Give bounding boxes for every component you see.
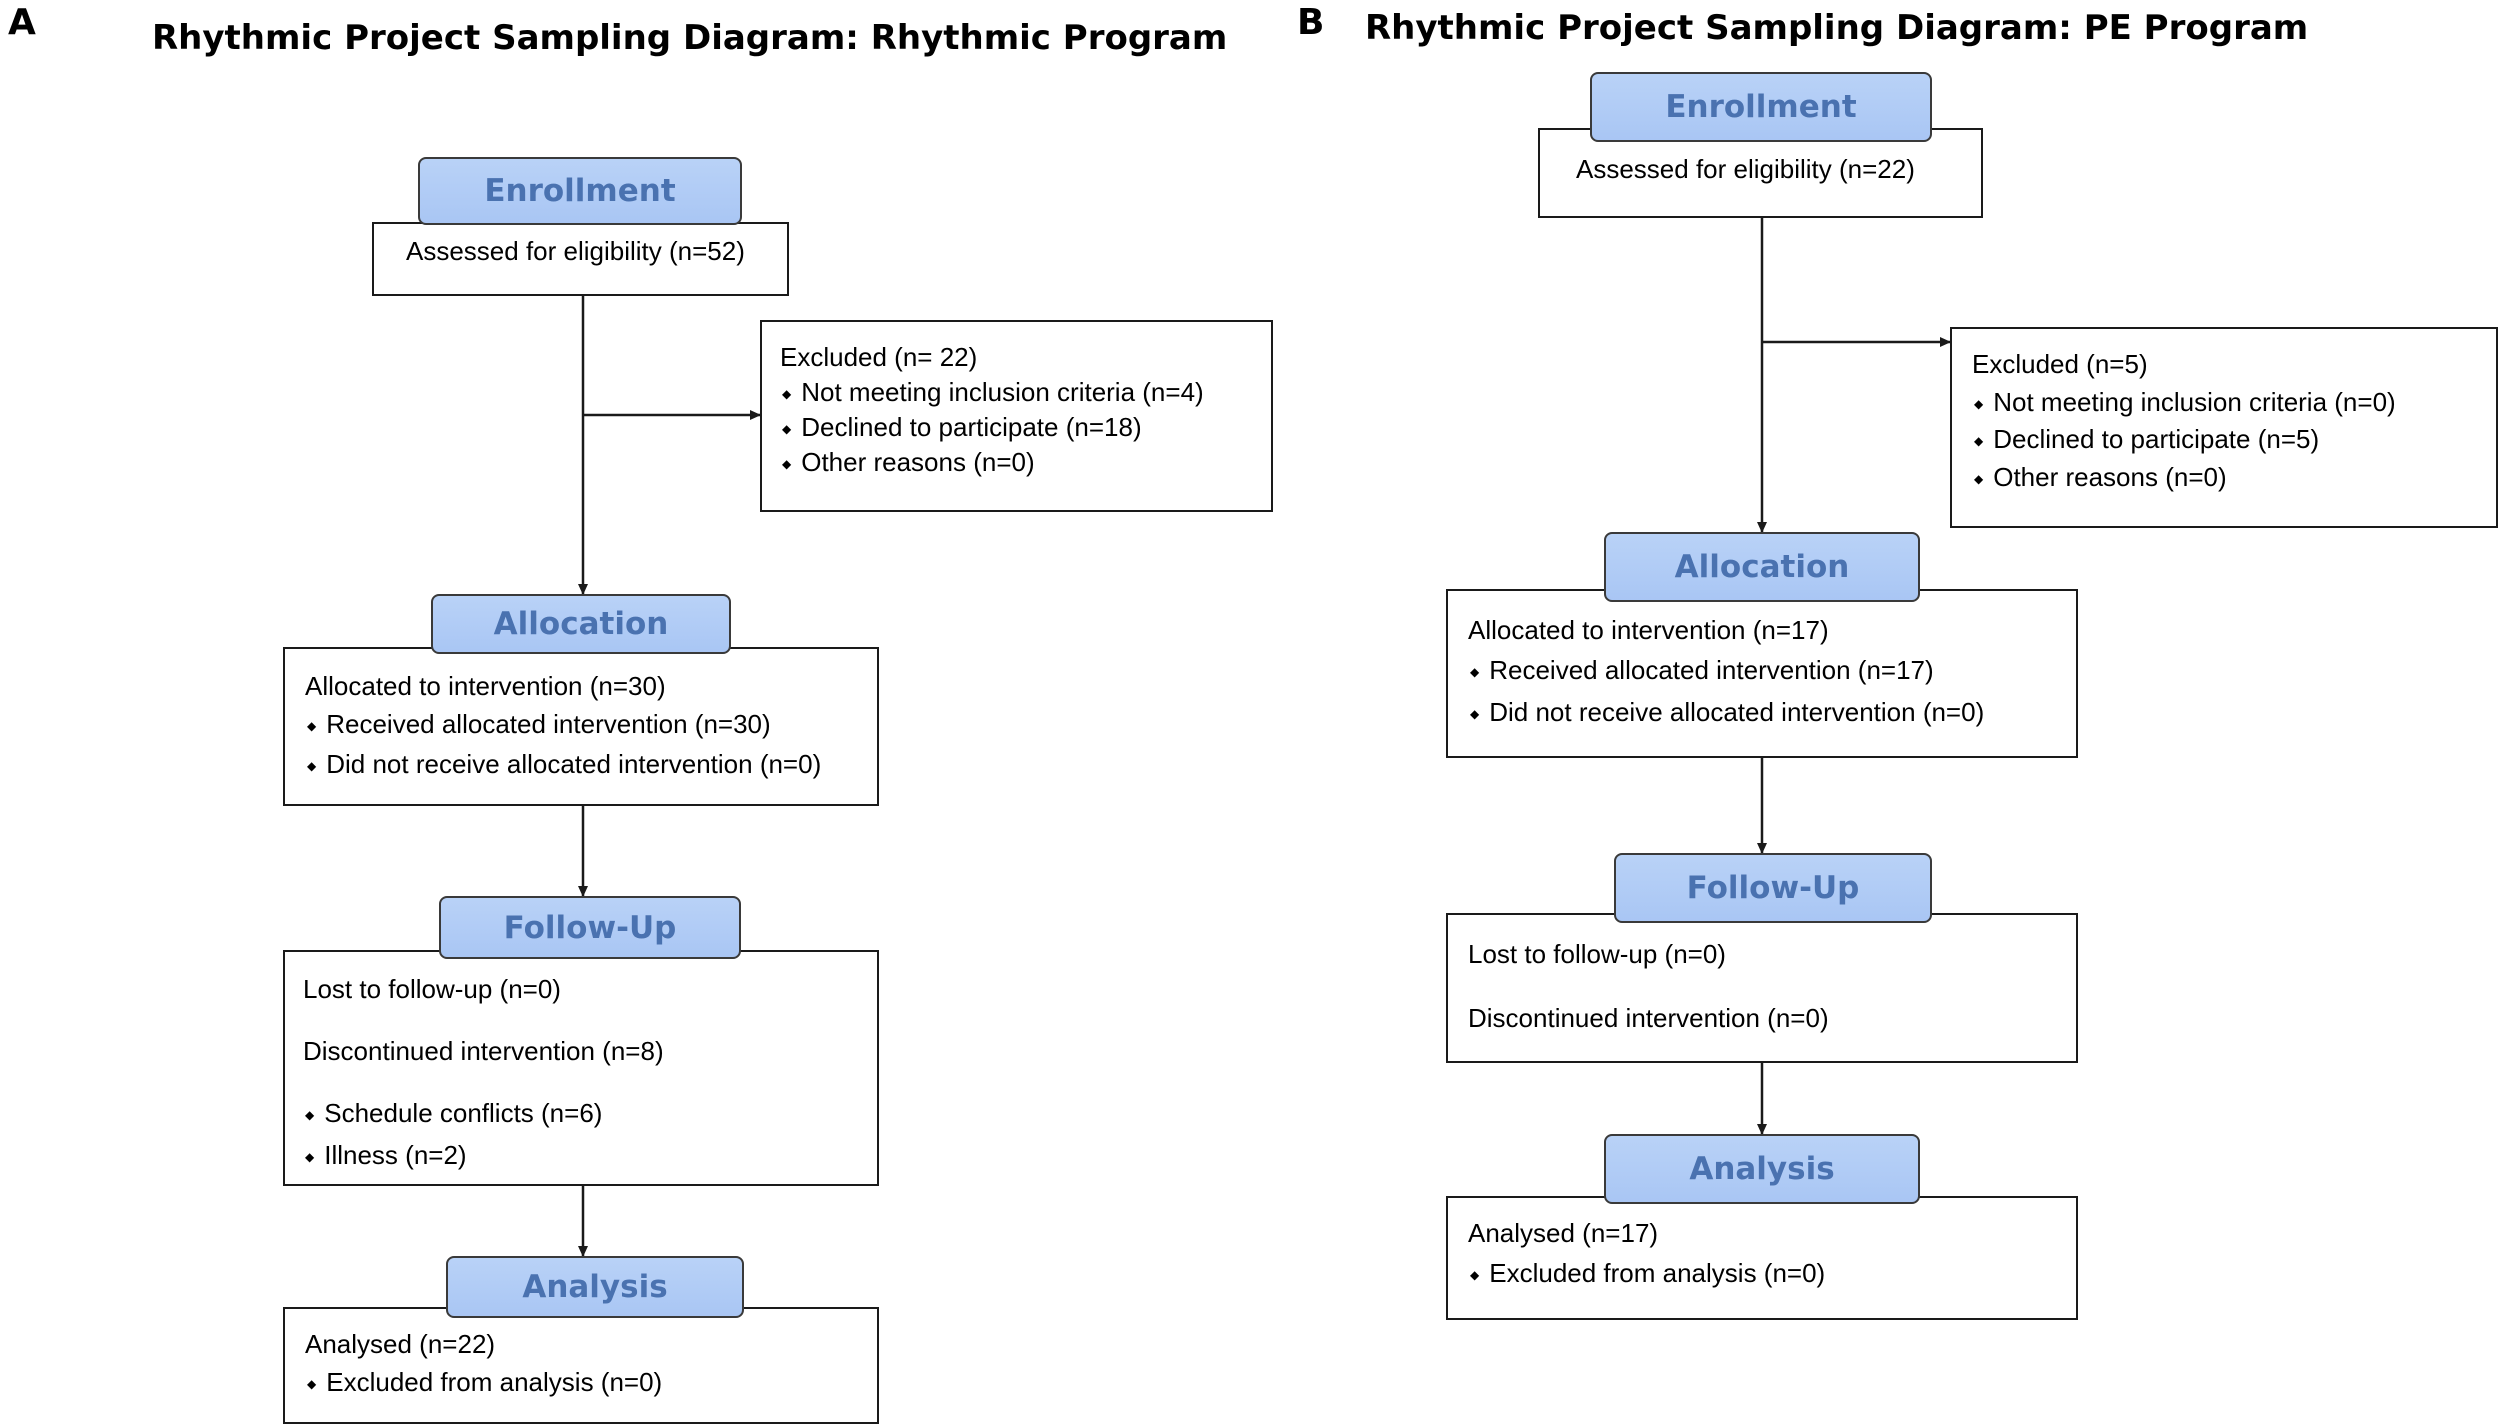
panel-a-followup-discontinued: Discontinued intervention (n=8) [303, 1036, 664, 1066]
panel-a-enrollment-box: Assessed for eligibility (n=52) [372, 222, 789, 296]
panel-b-allocation-item: Received allocated intervention (n=17) [1470, 655, 1933, 690]
panel-a-excluded-box: Excluded (n= 22) Not meeting inclusion c… [760, 320, 1273, 512]
panel-b-allocation-item: Did not receive allocated intervention (… [1470, 697, 1984, 732]
panel-b-title: Rhythmic Project Sampling Diagram: PE Pr… [1365, 8, 2309, 48]
panel-b-analysis-header: Analysis [1604, 1134, 1920, 1204]
panel-b-followup-header: Follow-Up [1614, 853, 1932, 923]
panel-a-excluded-title: Excluded (n= 22) [780, 342, 978, 372]
panel-b-letter: B [1297, 2, 1325, 43]
panel-b-enrollment-text: Assessed for eligibility (n=22) [1576, 154, 1915, 184]
panel-b-allocation-header: Allocation [1604, 532, 1920, 602]
panel-a-letter: A [8, 2, 36, 43]
panel-a-followup-header: Follow-Up [439, 896, 741, 959]
panel-b-excluded-item: Other reasons (n=0) [1974, 462, 2226, 497]
panel-a-analysis-box: Analysed (n=22) Excluded from analysis (… [283, 1307, 879, 1424]
panel-a-excluded-item: Not meeting inclusion criteria (n=4) [782, 377, 1203, 412]
panel-a-analysis-item: Excluded from analysis (n=0) [307, 1367, 662, 1402]
panel-a-allocation-box: Allocated to intervention (n=30) Receive… [283, 647, 879, 806]
panel-a-excluded-item: Other reasons (n=0) [782, 447, 1034, 482]
panel-a-allocation-item: Received allocated intervention (n=30) [307, 709, 770, 744]
panel-a-enrollment-header: Enrollment [418, 157, 742, 225]
panel-a-followup-box: Lost to follow-up (n=0) Discontinued int… [283, 950, 879, 1186]
panel-b-analysis-title: Analysed (n=17) [1468, 1218, 1659, 1248]
panel-b-allocation-title: Allocated to intervention (n=17) [1468, 615, 1829, 645]
panel-b-enrollment-header: Enrollment [1590, 72, 1932, 142]
panel-a-followup-item: Schedule conflicts (n=6) [305, 1098, 602, 1133]
panel-a-allocation-item: Did not receive allocated intervention (… [307, 749, 821, 784]
panel-b-excluded-box: Excluded (n=5) Not meeting inclusion cri… [1950, 327, 2498, 528]
panel-b-allocation-box: Allocated to intervention (n=17) Receive… [1446, 589, 2078, 758]
panel-a-title: Rhythmic Project Sampling Diagram: Rhyth… [152, 18, 1228, 58]
panel-b-followup-lost: Lost to follow-up (n=0) [1468, 939, 1726, 969]
panel-a-followup-item: Illness (n=2) [305, 1140, 466, 1175]
panel-b-followup-discontinued: Discontinued intervention (n=0) [1468, 1003, 1829, 1033]
panel-a-analysis-title: Analysed (n=22) [305, 1329, 496, 1359]
panel-a-excluded-item: Declined to participate (n=18) [782, 412, 1141, 447]
panel-b-excluded-item: Declined to participate (n=5) [1974, 424, 2319, 459]
panel-b-analysis-item: Excluded from analysis (n=0) [1470, 1258, 1825, 1293]
panel-b-excluded-title: Excluded (n=5) [1972, 349, 2148, 379]
panel-a-followup-lost: Lost to follow-up (n=0) [303, 974, 561, 1004]
panel-b-followup-box: Lost to follow-up (n=0) Discontinued int… [1446, 913, 2078, 1063]
panel-b-excluded-item: Not meeting inclusion criteria (n=0) [1974, 387, 2395, 422]
panel-a-allocation-header: Allocation [431, 594, 731, 654]
panel-a-analysis-header: Analysis [446, 1256, 744, 1318]
panel-a-allocation-title: Allocated to intervention (n=30) [305, 671, 666, 701]
panel-b-analysis-box: Analysed (n=17) Excluded from analysis (… [1446, 1196, 2078, 1320]
panel-a-enrollment-text: Assessed for eligibility (n=52) [406, 236, 745, 266]
